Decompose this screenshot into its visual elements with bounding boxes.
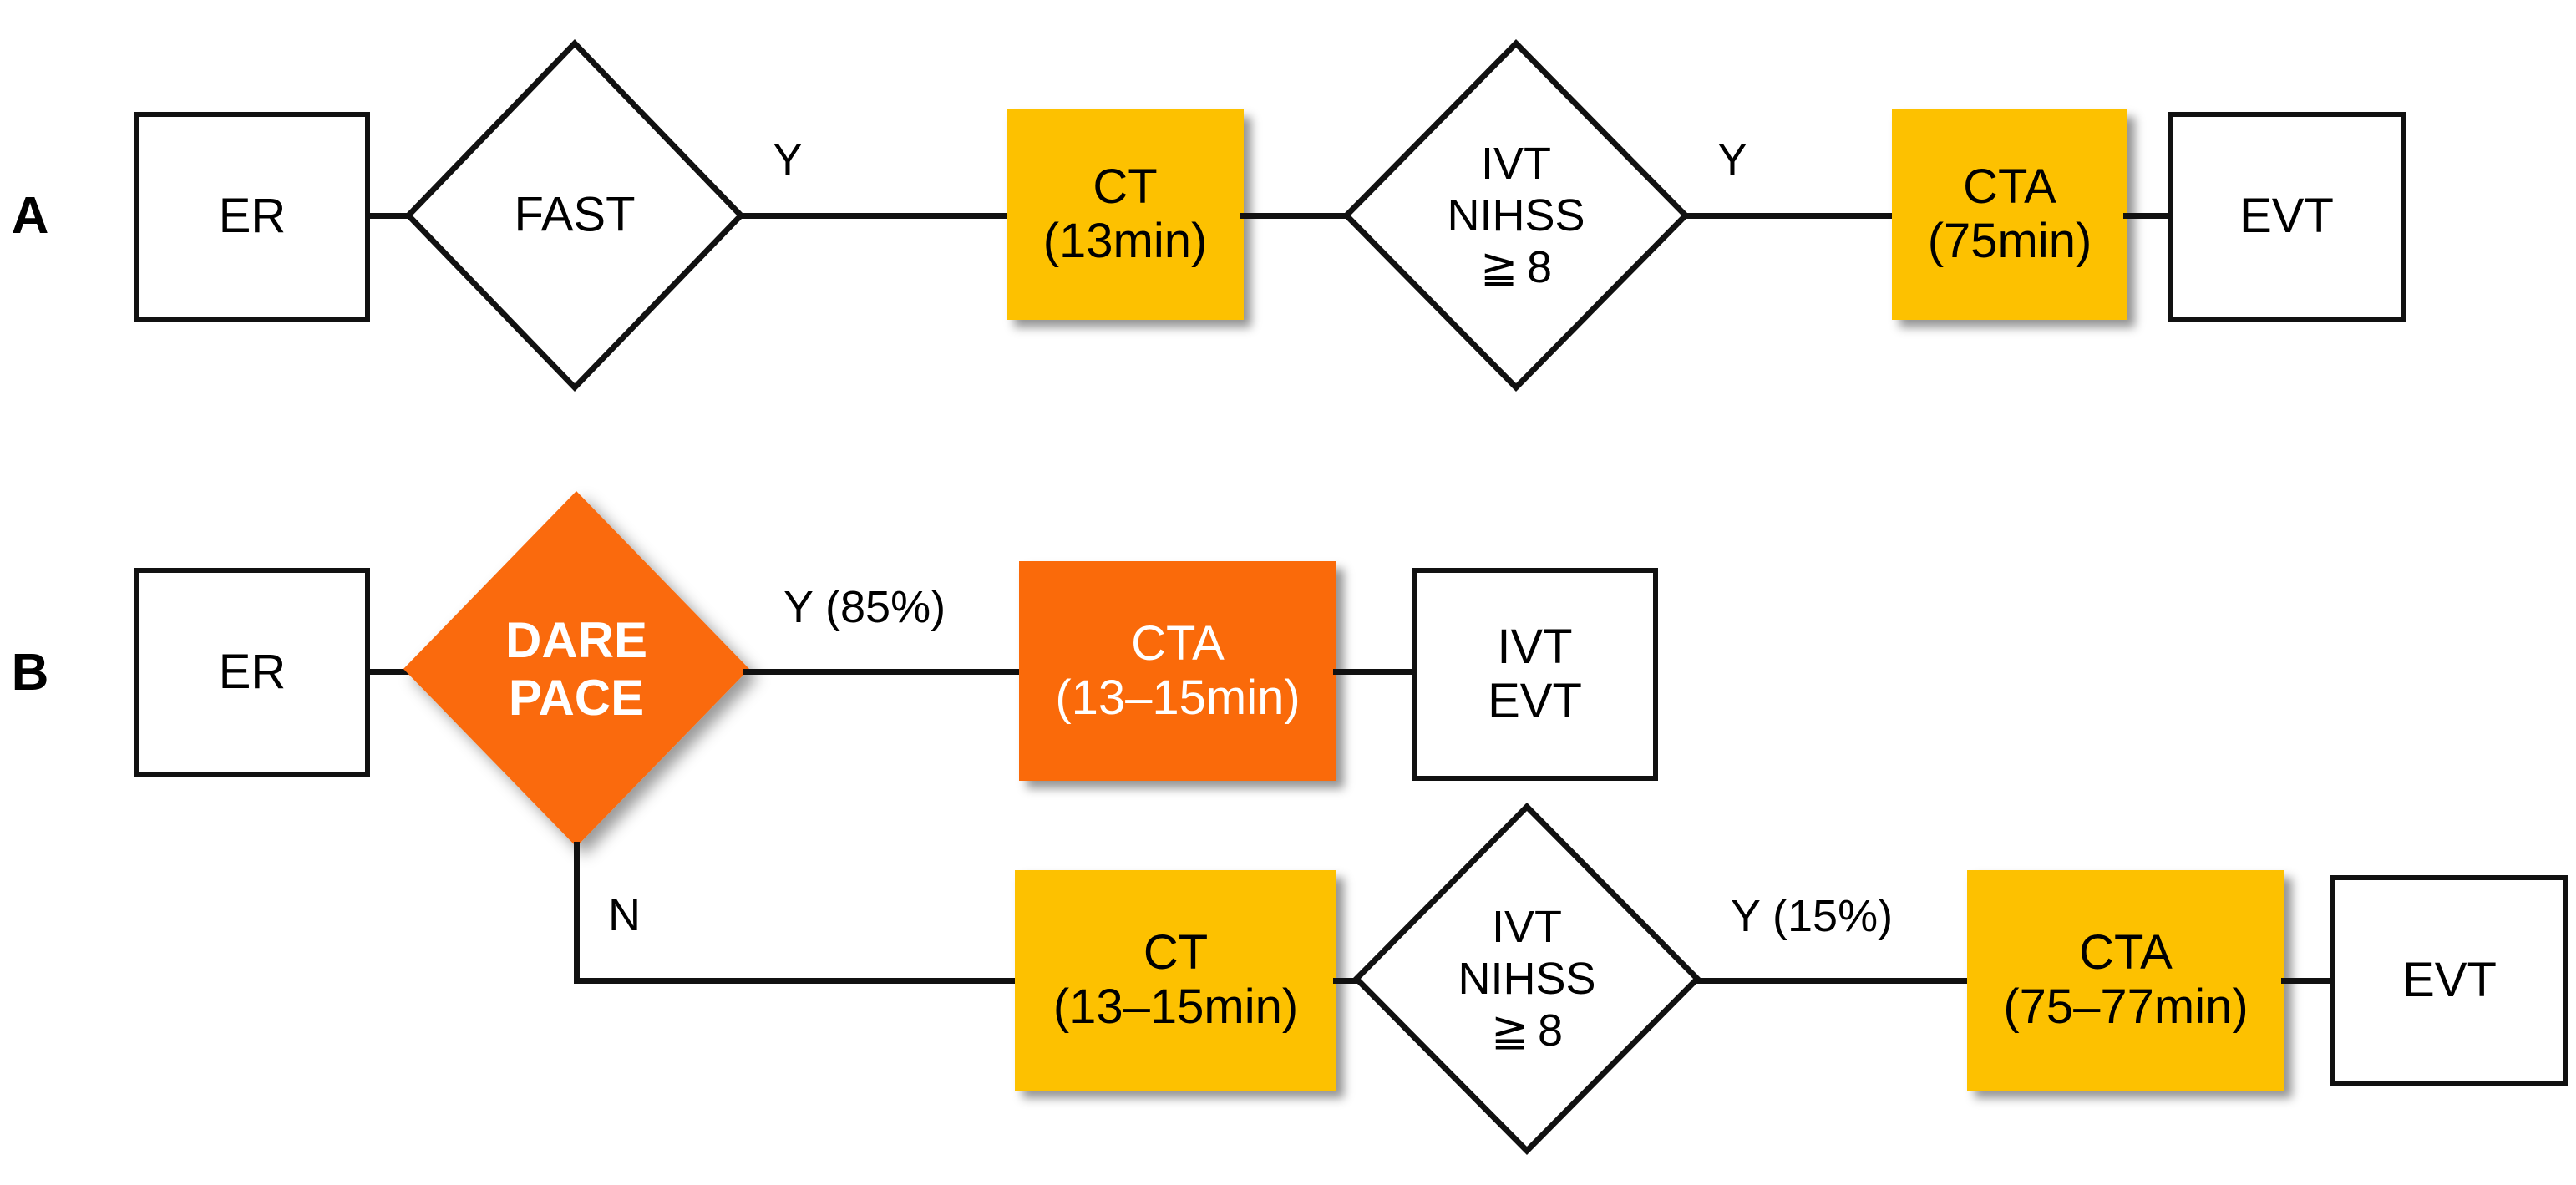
edge-a-fast-to-ct — [738, 213, 1012, 219]
panel-a-letter: A — [11, 187, 49, 245]
node-b-cta-bottom-line1: CTA — [2079, 925, 2173, 980]
edge-label-a-fast-yes: Y — [773, 134, 804, 185]
node-b-dare-pace[interactable]: DARE PACE — [403, 491, 749, 847]
edge-b-darepace-no-vertical — [574, 842, 580, 984]
node-b-ivt-nihss[interactable]: IVT NIHSS ≧ 8 — [1352, 803, 1701, 1155]
node-b-cta-bottom-line2: (75–77min) — [2003, 980, 2249, 1034]
node-b-er[interactable]: ER — [134, 568, 370, 777]
node-b-ct-line2: (13–15min) — [1052, 980, 1299, 1034]
node-a-ct-line2: (13min) — [1042, 214, 1208, 268]
node-b-ct[interactable]: CT (13–15min) — [1015, 870, 1336, 1091]
node-a-ct[interactable]: CT (13min) — [1007, 109, 1244, 320]
node-b-cta-top-line2: (13–15min) — [1055, 670, 1301, 725]
node-a-evt[interactable]: EVT — [2168, 112, 2406, 322]
edge-label-b-dare-yes: Y (85%) — [783, 582, 946, 632]
edge-a-nihss-to-cta — [1682, 213, 1898, 219]
edge-a-er-to-fast — [365, 213, 412, 219]
node-b-cta-bottom[interactable]: CTA (75–77min) — [1967, 870, 2284, 1091]
node-b-ivt-evt-line2: EVT — [1488, 673, 1582, 728]
diamond-shape — [404, 38, 745, 392]
node-b-cta-top-line1: CTA — [1131, 615, 1225, 671]
node-a-ivt-nihss[interactable]: IVT NIHSS ≧ 8 — [1342, 39, 1690, 392]
edge-b-cta-to-evt — [2281, 978, 2333, 984]
node-a-evt-label: EVT — [2239, 189, 2334, 244]
node-b-cta-top[interactable]: CTA (13–15min) — [1019, 561, 1336, 781]
edge-b-darepace-to-cta — [743, 669, 1027, 675]
edge-b-cta-to-ivtevt — [1333, 669, 1415, 675]
node-b-evt-label: EVT — [2402, 952, 2497, 1007]
node-a-er[interactable]: ER — [134, 112, 370, 322]
diamond-shape — [403, 491, 749, 847]
diamond-shape — [1342, 39, 1690, 392]
node-a-cta[interactable]: CTA (75min) — [1892, 109, 2127, 320]
node-b-ivt-evt-line1: IVT — [1497, 619, 1573, 674]
edge-b-darepace-no-horizontal — [574, 978, 1021, 984]
node-a-cta-line2: (75min) — [1927, 214, 2092, 268]
node-a-ct-line1: CT — [1093, 160, 1158, 215]
edge-a-ct-to-nihss — [1240, 213, 1349, 219]
node-a-cta-line1: CTA — [1963, 160, 2056, 215]
edge-b-nihss-to-cta — [1694, 978, 1975, 984]
edge-a-cta-to-evt — [2123, 213, 2172, 219]
diamond-shape — [1352, 803, 1701, 1155]
edge-b-ct-to-nihss — [1333, 978, 1363, 984]
node-b-evt[interactable]: EVT — [2330, 875, 2568, 1086]
node-a-er-label: ER — [218, 189, 287, 244]
node-b-ct-line1: CT — [1143, 925, 1209, 980]
node-b-ivt-evt[interactable]: IVT EVT — [1412, 568, 1658, 781]
edge-label-b-dare-no: N — [608, 890, 641, 940]
node-a-fast[interactable]: FAST — [404, 38, 745, 392]
edge-b-er-to-darepace — [365, 669, 413, 675]
panel-b-letter: B — [11, 644, 49, 701]
node-b-er-label: ER — [218, 644, 287, 699]
edge-label-a-nihss-yes: Y — [1717, 134, 1748, 185]
edge-label-b-nihss-yes: Y (15%) — [1731, 891, 1894, 941]
